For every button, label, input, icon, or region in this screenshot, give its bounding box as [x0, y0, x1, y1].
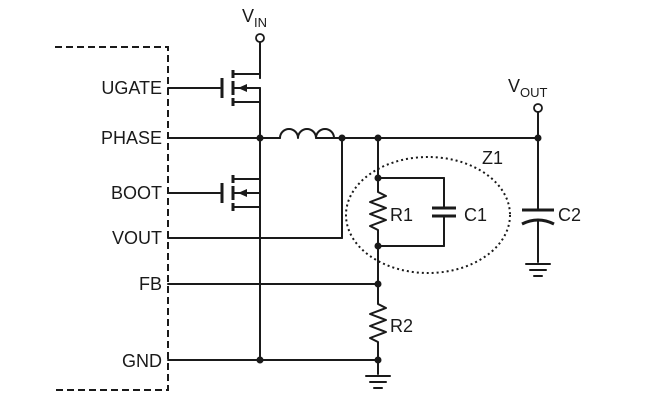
pin-gnd-label: GND	[122, 351, 162, 371]
pin-boot-label: BOOT	[111, 183, 162, 203]
junction-dots	[256, 134, 542, 364]
pin-ugate-label: UGATE	[101, 78, 162, 98]
vout-label-sub: OUT	[520, 85, 548, 100]
z1-label: Z1	[482, 148, 503, 168]
z1-network: Z1 R1 C1	[345, 137, 511, 274]
vin-label-main: V	[242, 6, 254, 26]
vout-terminal: VOUT	[508, 76, 548, 139]
resistor-r2-group: R2	[365, 245, 413, 389]
r2-label: R2	[390, 316, 413, 336]
vin-terminal: VIN	[242, 6, 267, 79]
vin-label-sub: IN	[254, 15, 267, 30]
pin-labels: UGATE PHASE BOOT VOUT FB GND	[101, 78, 162, 371]
pin-vout-label: VOUT	[112, 228, 162, 248]
resistor-r2-icon	[369, 283, 387, 375]
pin-phase-label: PHASE	[101, 128, 162, 148]
vout-label: VOUT	[508, 76, 548, 100]
capacitor-c1-icon	[432, 177, 456, 247]
vout-label-main: V	[508, 76, 520, 96]
inductor-icon	[279, 128, 539, 139]
pin-wires	[167, 87, 379, 361]
capacitor-c2-icon: C2	[521, 137, 581, 277]
c1-label: C1	[464, 205, 487, 225]
high-side-mosfet-icon	[220, 70, 261, 139]
z1-boundary	[345, 156, 511, 274]
ic-boundary	[55, 46, 169, 391]
pin-fb-label: FB	[139, 274, 162, 294]
vin-label: VIN	[242, 6, 267, 30]
resistor-r1-icon	[369, 177, 387, 247]
r1-label: R1	[390, 205, 413, 225]
c2-label: C2	[558, 205, 581, 225]
low-side-mosfet-icon	[220, 137, 261, 361]
